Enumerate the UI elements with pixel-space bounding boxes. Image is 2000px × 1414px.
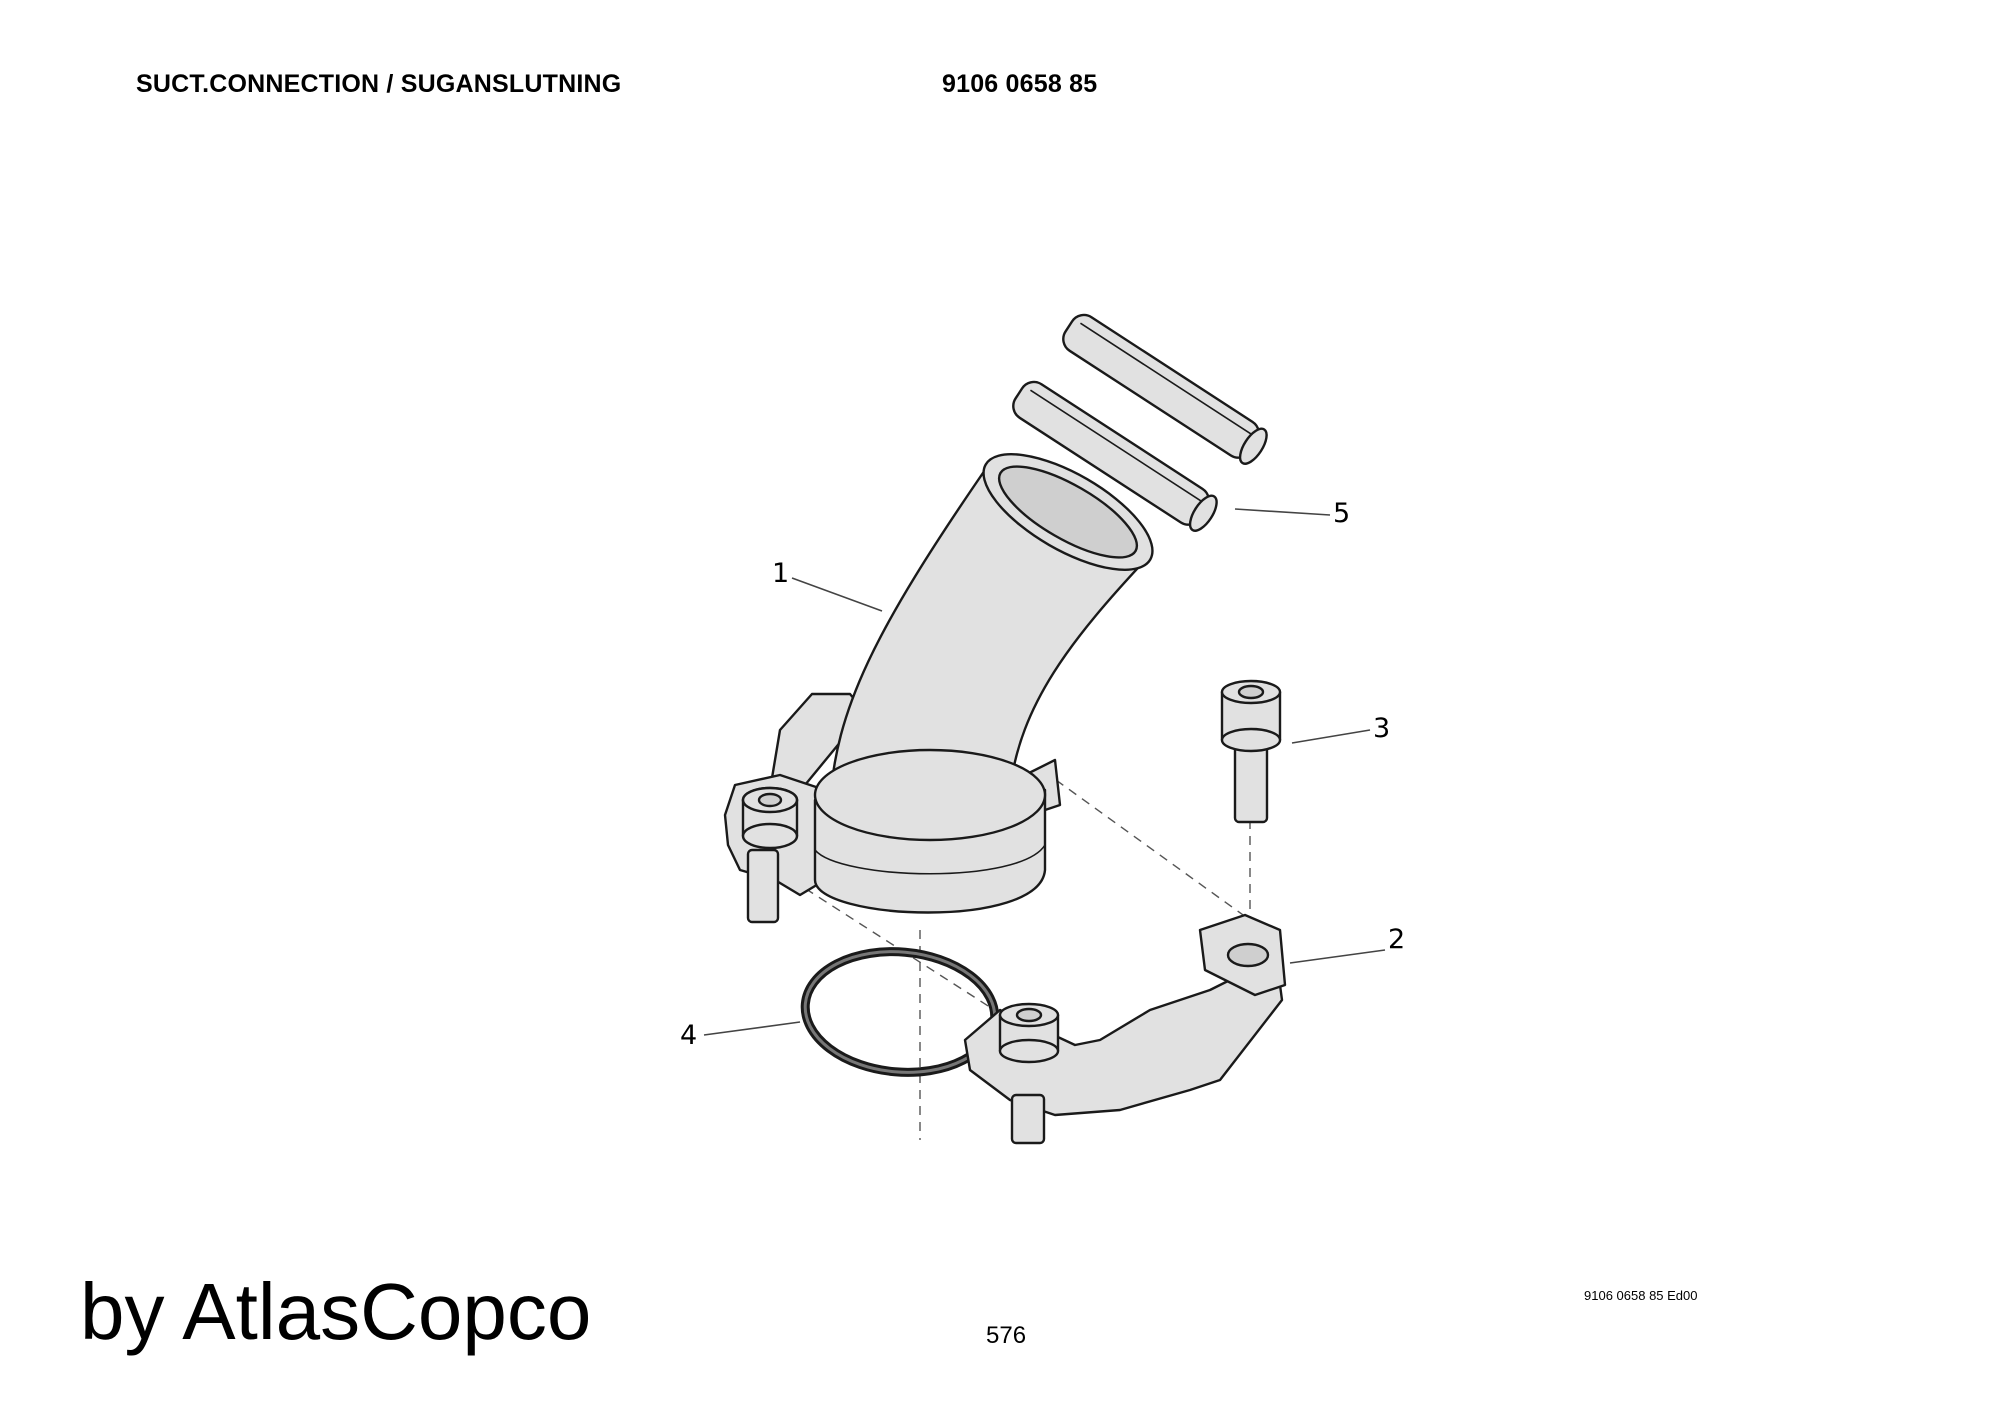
callout-2: 2 bbox=[1388, 924, 1405, 955]
sleeve-rings bbox=[1012, 313, 1268, 532]
callout-1: 1 bbox=[772, 558, 789, 589]
cap-screw bbox=[1220, 679, 1282, 824]
clamp bbox=[963, 913, 1287, 1145]
part-number: 9106 0658 85 bbox=[942, 70, 1098, 98]
callout-4: 4 bbox=[680, 1020, 697, 1051]
suction-elbow bbox=[723, 453, 1154, 924]
page-number: 576 bbox=[986, 1322, 1027, 1349]
callout-5: 5 bbox=[1333, 498, 1350, 529]
callout-3: 3 bbox=[1373, 713, 1390, 744]
page-title: SUCT.CONNECTION / SUGANSLUTNING bbox=[136, 70, 622, 98]
brand-text: by AtlasCopco bbox=[80, 1267, 592, 1356]
document-reference: 9106 0658 85 Ed00 bbox=[1584, 1288, 1698, 1303]
leader-lines bbox=[703, 508, 1386, 1036]
